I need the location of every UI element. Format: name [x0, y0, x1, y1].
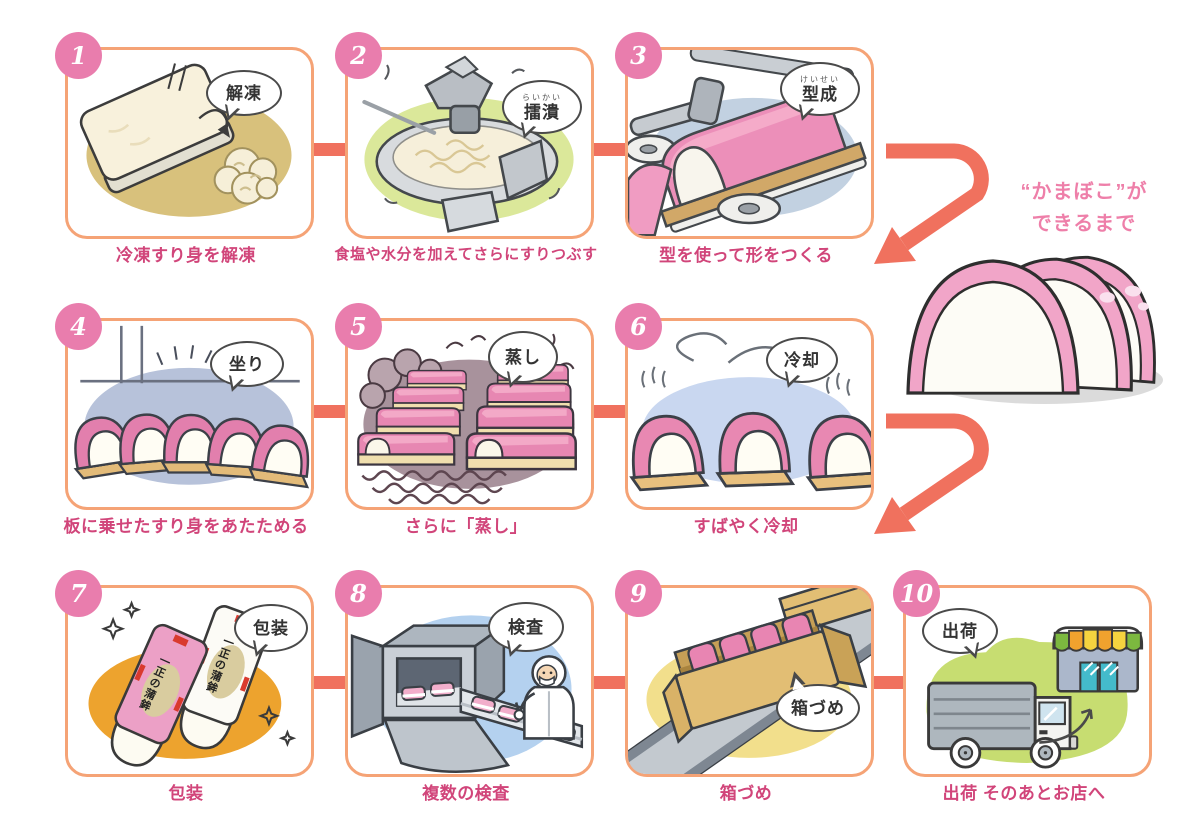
cooling-illustration [628, 332, 871, 492]
flow-step-9-card: 箱づめ 9 [615, 570, 874, 777]
boxing-illustration [628, 588, 871, 774]
flow-step-2-card: らいかい 擂潰 2 [335, 32, 594, 239]
bubble-label: 冷却 [784, 350, 820, 370]
step-caption: すばやく冷却 [693, 517, 799, 536]
step-caption: 出荷 そのあとお店へ [942, 784, 1106, 803]
step-number-badge: 8 [335, 570, 382, 617]
flow-step-4-card: 坐り 4 [55, 303, 314, 510]
step-caption: 型を使って形をつくる [659, 246, 833, 265]
step-number-badge: 4 [55, 303, 102, 350]
speech-bubble: 検査 [488, 602, 564, 652]
speech-bubble: けいせい 型成 [780, 62, 860, 116]
speech-bubble: 冷却 [766, 337, 838, 383]
flow-step-8-card: 検査 8 [335, 570, 594, 777]
speech-bubble: 坐り [210, 341, 284, 387]
inspection-illustration [350, 615, 584, 774]
flow-step-5-card: 蒸し 5 [335, 303, 594, 510]
step-number-badge: 9 [615, 570, 662, 617]
step-caption: さらに「蒸し」 [404, 517, 528, 536]
diagram-title: “かまぼこ”が できるまで [1002, 176, 1166, 240]
speech-bubble: 蒸し [488, 331, 558, 383]
step-caption: 複数の検査 [422, 784, 510, 803]
bubble-label: 包装 [253, 618, 289, 638]
bubble-furigana: けいせい [800, 74, 840, 84]
diagram-title-line1: “かまぼこ”が [1020, 181, 1148, 203]
step-caption: 箱づめ [719, 784, 773, 803]
speech-bubble: 箱づめ [776, 684, 860, 732]
speech-bubble: 出荷 [922, 608, 998, 654]
diagram-title-line2: できるまで [1031, 213, 1137, 235]
speech-bubble: 解凍 [206, 70, 282, 116]
bubble-label: 検査 [508, 617, 544, 637]
step-number-badge: 10 [893, 570, 940, 617]
step-number-badge: 5 [335, 303, 382, 350]
bubble-label: 出荷 [942, 621, 978, 641]
step-number-badge: 6 [615, 303, 662, 350]
steaming-illustration [348, 333, 591, 505]
step-caption: 食塩や水分を加えてさらにすりつぶす [334, 246, 598, 263]
step-caption: 冷凍すり身を解凍 [116, 246, 256, 265]
bubble-label: 解凍 [226, 83, 262, 103]
bubble-label: 型成 [802, 84, 838, 104]
flow-step-1-card: 解凍 1 [55, 32, 314, 239]
step-caption: 板に乗せたすり身をあたためる [63, 517, 309, 536]
bubble-label: 坐り [229, 354, 265, 374]
step-caption: 包装 [168, 784, 204, 803]
flow-step-10-card: 出荷 10 [893, 570, 1152, 777]
flow-step-3-card: けいせい 型成 3 [615, 32, 874, 239]
bubble-label: 箱づめ [791, 698, 845, 718]
bubble-furigana: らいかい [522, 92, 562, 102]
step-number-badge: 7 [55, 570, 102, 617]
kamaboko-product-illustration [906, 255, 1163, 404]
step-number-badge: 3 [615, 32, 662, 79]
flow-step-7-card: 一正の蒲鉾 一正の蒲鉾 包装 7 [55, 570, 314, 777]
shipping-illustration [926, 626, 1144, 769]
step-number-badge: 2 [335, 32, 382, 79]
flow-step-6-card: 冷却 6 [615, 303, 874, 510]
step-number-badge: 1 [55, 32, 102, 79]
speech-bubble: らいかい 擂潰 [502, 80, 582, 134]
grinding-illustration [362, 55, 574, 233]
thaw-illustration [79, 63, 292, 217]
speech-bubble: 包装 [234, 604, 308, 652]
bubble-label: 擂潰 [524, 102, 560, 122]
bubble-label: 蒸し [505, 347, 541, 367]
